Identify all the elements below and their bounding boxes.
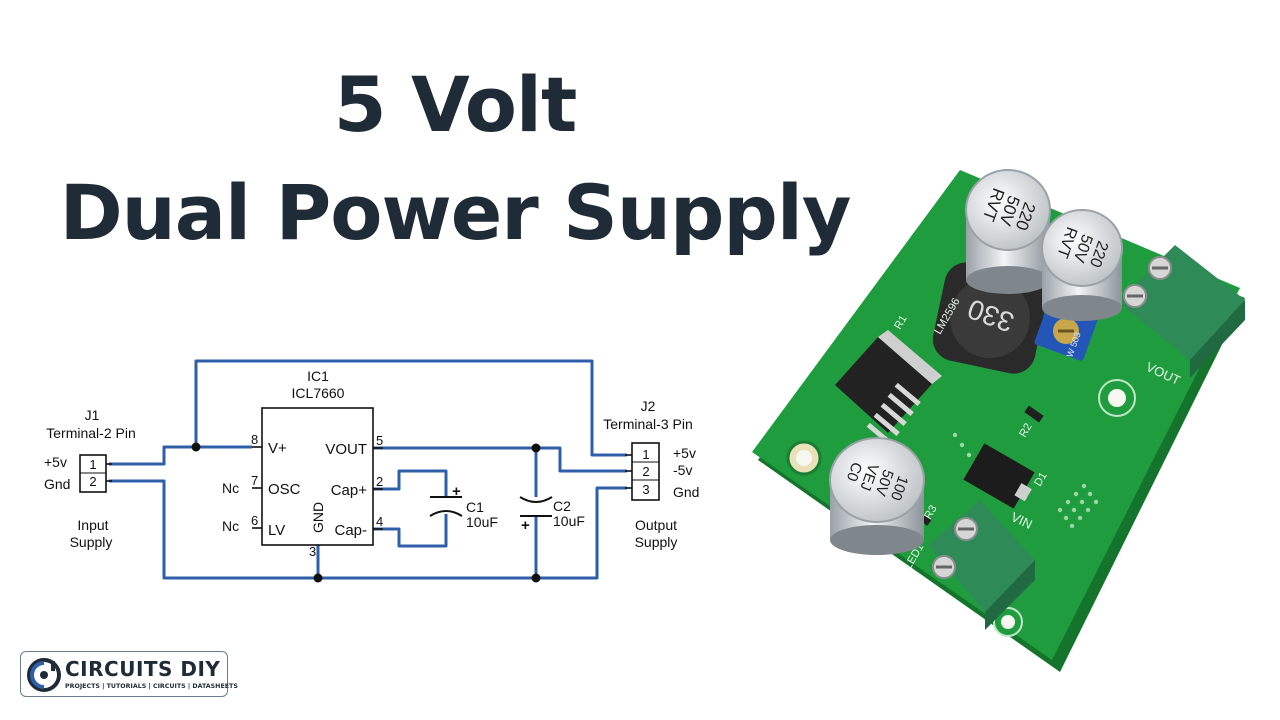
cap-b-line4: C0 — [843, 460, 866, 484]
logo-name: CIRCUITS DIY — [65, 657, 221, 681]
title-line-2: Dual Power Supply — [59, 168, 852, 257]
junction-dot — [191, 442, 201, 452]
ic-ref: IC1 — [307, 368, 329, 384]
schematic-wires — [109, 359, 627, 580]
pin-num-8: 8 — [251, 432, 258, 447]
logo-tagline: PROJECTS | TUTORIALS | CIRCUITS | DATASH… — [65, 683, 238, 690]
pin-name-osc: OSC — [268, 481, 301, 498]
j2-ref: J2 — [641, 398, 656, 414]
c2-polarity: + — [521, 517, 530, 534]
mounting-holes — [786, 379, 1136, 637]
c1-polarity: + — [452, 483, 461, 500]
capacitor-bottom: 100 50V VEJ C0 — [829, 437, 925, 555]
c1-ref: C1 — [466, 499, 484, 515]
ic-body — [261, 407, 374, 546]
j1-ref: J1 — [85, 407, 100, 423]
junction-dot — [313, 573, 323, 583]
pcb-board-image: 330 W 503 R1 LM2596 R2 D1 R3 LED1 VOUT V… — [752, 169, 1245, 672]
wire-cap-minus — [373, 514, 448, 548]
j1-pin1-label: +5v — [44, 454, 67, 470]
title-line-1: 5 Volt — [333, 60, 578, 149]
c2-ref: C2 — [553, 498, 571, 514]
j2-type: Terminal-3 Pin — [603, 416, 692, 432]
wire-cap-plus — [373, 469, 448, 497]
pin-name-vout: VOUT — [325, 441, 367, 458]
pin-name-lv: LV — [268, 522, 285, 539]
nc-label-lv: Nc — [222, 518, 239, 534]
j2-pin3-label: Gnd — [673, 484, 699, 500]
c1-value: 10uF — [466, 514, 498, 530]
terminal-block-vin — [928, 500, 1035, 630]
schematic: IC1 ICL7660 8 V+ 7 OSC Nc 6 LV Nc 5 VOUT… — [44, 359, 699, 583]
j2-pin2-label: -5v — [673, 462, 692, 478]
capacitor-c2: + — [519, 496, 553, 534]
nc-label-osc: Nc — [222, 480, 239, 496]
circuits-diy-logo[interactable]: CIRCUITS DIY PROJECTS | TUTORIALS | CIRC… — [20, 651, 238, 697]
capacitor-c1: + — [429, 483, 463, 517]
j1-caption-1: Input — [77, 517, 108, 533]
pin-num-4: 4 — [376, 514, 383, 529]
via-grid — [952, 432, 1099, 529]
terminal-block-out — [1118, 245, 1245, 378]
diode-d1 — [963, 443, 1035, 509]
capacitor-top-right: 220 50V RVT — [1041, 209, 1123, 321]
wire-vout — [373, 446, 627, 473]
pin-num-7: 7 — [251, 473, 258, 488]
c2-value: 10uF — [553, 513, 585, 529]
j2-pin1-num: 1 — [642, 447, 649, 462]
wire-ground — [109, 479, 627, 580]
pin-num-2: 2 — [376, 474, 383, 489]
j2-caption-2: Supply — [635, 534, 678, 550]
ic-part: ICL7660 — [292, 385, 345, 401]
pin-num-3: 3 — [309, 544, 316, 559]
capacitor-top-left: 220 50V RVT — [965, 169, 1051, 294]
j1-type: Terminal-2 Pin — [46, 425, 135, 441]
junction-dot — [531, 443, 541, 453]
j2-caption-1: Output — [635, 517, 677, 533]
inductor-330: 330 — [932, 262, 1048, 374]
j2-pin2-num: 2 — [642, 464, 649, 479]
pin-name-capminus: Cap- — [334, 522, 367, 539]
j2-body — [631, 442, 660, 501]
logo-mark-icon — [27, 658, 61, 692]
regulator-ic — [835, 330, 942, 446]
j1-pin2-label: Gnd — [44, 476, 70, 492]
pin-name-vplus: V+ — [268, 440, 287, 457]
j1-caption-2: Supply — [70, 534, 113, 550]
pin-num-5: 5 — [376, 433, 383, 448]
j1-pin2-num: 2 — [89, 474, 96, 489]
wire-top-loop — [194, 359, 627, 457]
pin-num-6: 6 — [251, 513, 258, 528]
j2-pin3-num: 3 — [642, 482, 649, 497]
junction-dot — [531, 573, 541, 583]
j2-pin1-label: +5v — [673, 445, 696, 461]
pin-name-capplus: Cap+ — [331, 482, 368, 499]
wire-j1-pin1 — [109, 445, 252, 466]
j1-pin1-num: 1 — [89, 457, 96, 472]
pin-name-gnd: GND — [310, 502, 326, 533]
